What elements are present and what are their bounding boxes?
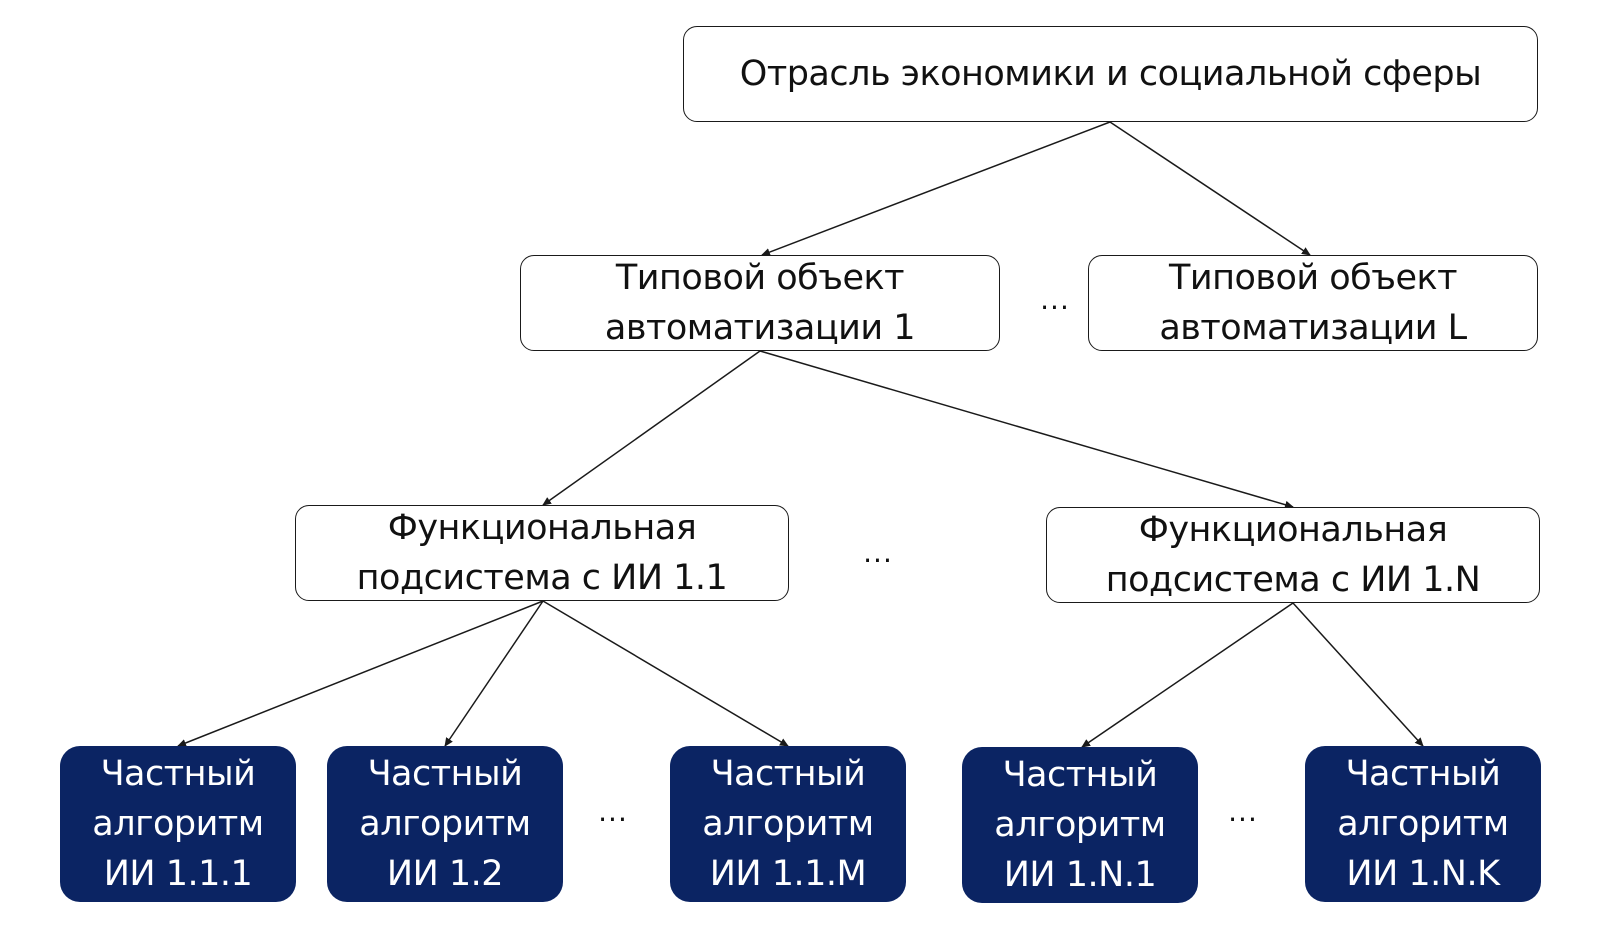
algorithm-1-n-1-label: Частный алгоритм ИИ 1.N.1: [994, 755, 1166, 895]
edge-root-to-object-l: [1109, 121, 1311, 256]
edge-object-1-to-subsystem-1-1: [542, 350, 761, 506]
subsystem-1-1-label: Функциональная подсистема с ИИ 1.1: [356, 508, 728, 598]
edge-subsystem-1-1-to-algo-1-1-m: [542, 600, 789, 747]
ellipsis-objects: ...: [1040, 283, 1070, 316]
edge-root-to-object-1: [761, 121, 1111, 256]
subsystem-1-n-label: Функциональная подсистема с ИИ 1.N: [1105, 510, 1481, 600]
automation-object-1-node: Типовой объект автоматизации 1: [520, 255, 1000, 351]
subsystem-1-1-node: Функциональная подсистема с ИИ 1.1: [295, 505, 789, 601]
root-node: Отрасль экономики и социальной сферы: [683, 26, 1538, 122]
algorithm-1-n-k-node: Частный алгоритм ИИ 1.N.K: [1305, 746, 1541, 902]
algorithm-1-1-1-label: Частный алгоритм ИИ 1.1.1: [92, 754, 264, 894]
edge-subsystem-1-n-to-algo-1-n-k: [1292, 602, 1424, 747]
ellipsis-subsystems: ...: [863, 536, 893, 569]
algorithm-1-1-1-node: Частный алгоритм ИИ 1.1.1: [60, 746, 296, 902]
automation-object-1-label: Типовой объект автоматизации 1: [604, 258, 916, 348]
algorithm-1-1-m-label: Частный алгоритм ИИ 1.1.M: [702, 754, 874, 894]
ellipsis-algorithms-1-n: ...: [1228, 795, 1258, 828]
algorithm-1-2-node: Частный алгоритм ИИ 1.2: [327, 746, 563, 902]
subsystem-1-n-node: Функциональная подсистема с ИИ 1.N: [1046, 507, 1540, 603]
algorithm-1-2-label: Частный алгоритм ИИ 1.2: [359, 754, 531, 894]
algorithm-1-n-1-node: Частный алгоритм ИИ 1.N.1: [962, 747, 1198, 903]
automation-object-l-label: Типовой объект автоматизации L: [1159, 258, 1467, 348]
edge-subsystem-1-1-to-algo-1-2: [444, 600, 544, 747]
automation-object-l-node: Типовой объект автоматизации L: [1088, 255, 1538, 351]
ellipsis-algorithms-1-1: ...: [598, 795, 628, 828]
edge-subsystem-1-1-to-algo-1-1-1: [177, 600, 544, 747]
algorithm-1-1-m-node: Частный алгоритм ИИ 1.1.M: [670, 746, 906, 902]
root-node-label: Отрасль экономики и социальной сферы: [739, 54, 1482, 94]
edge-object-1-to-subsystem-1-n: [759, 350, 1294, 509]
algorithm-1-n-k-label: Частный алгоритм ИИ 1.N.K: [1337, 754, 1509, 894]
edge-subsystem-1-n-to-algo-1-n-1: [1081, 602, 1294, 748]
